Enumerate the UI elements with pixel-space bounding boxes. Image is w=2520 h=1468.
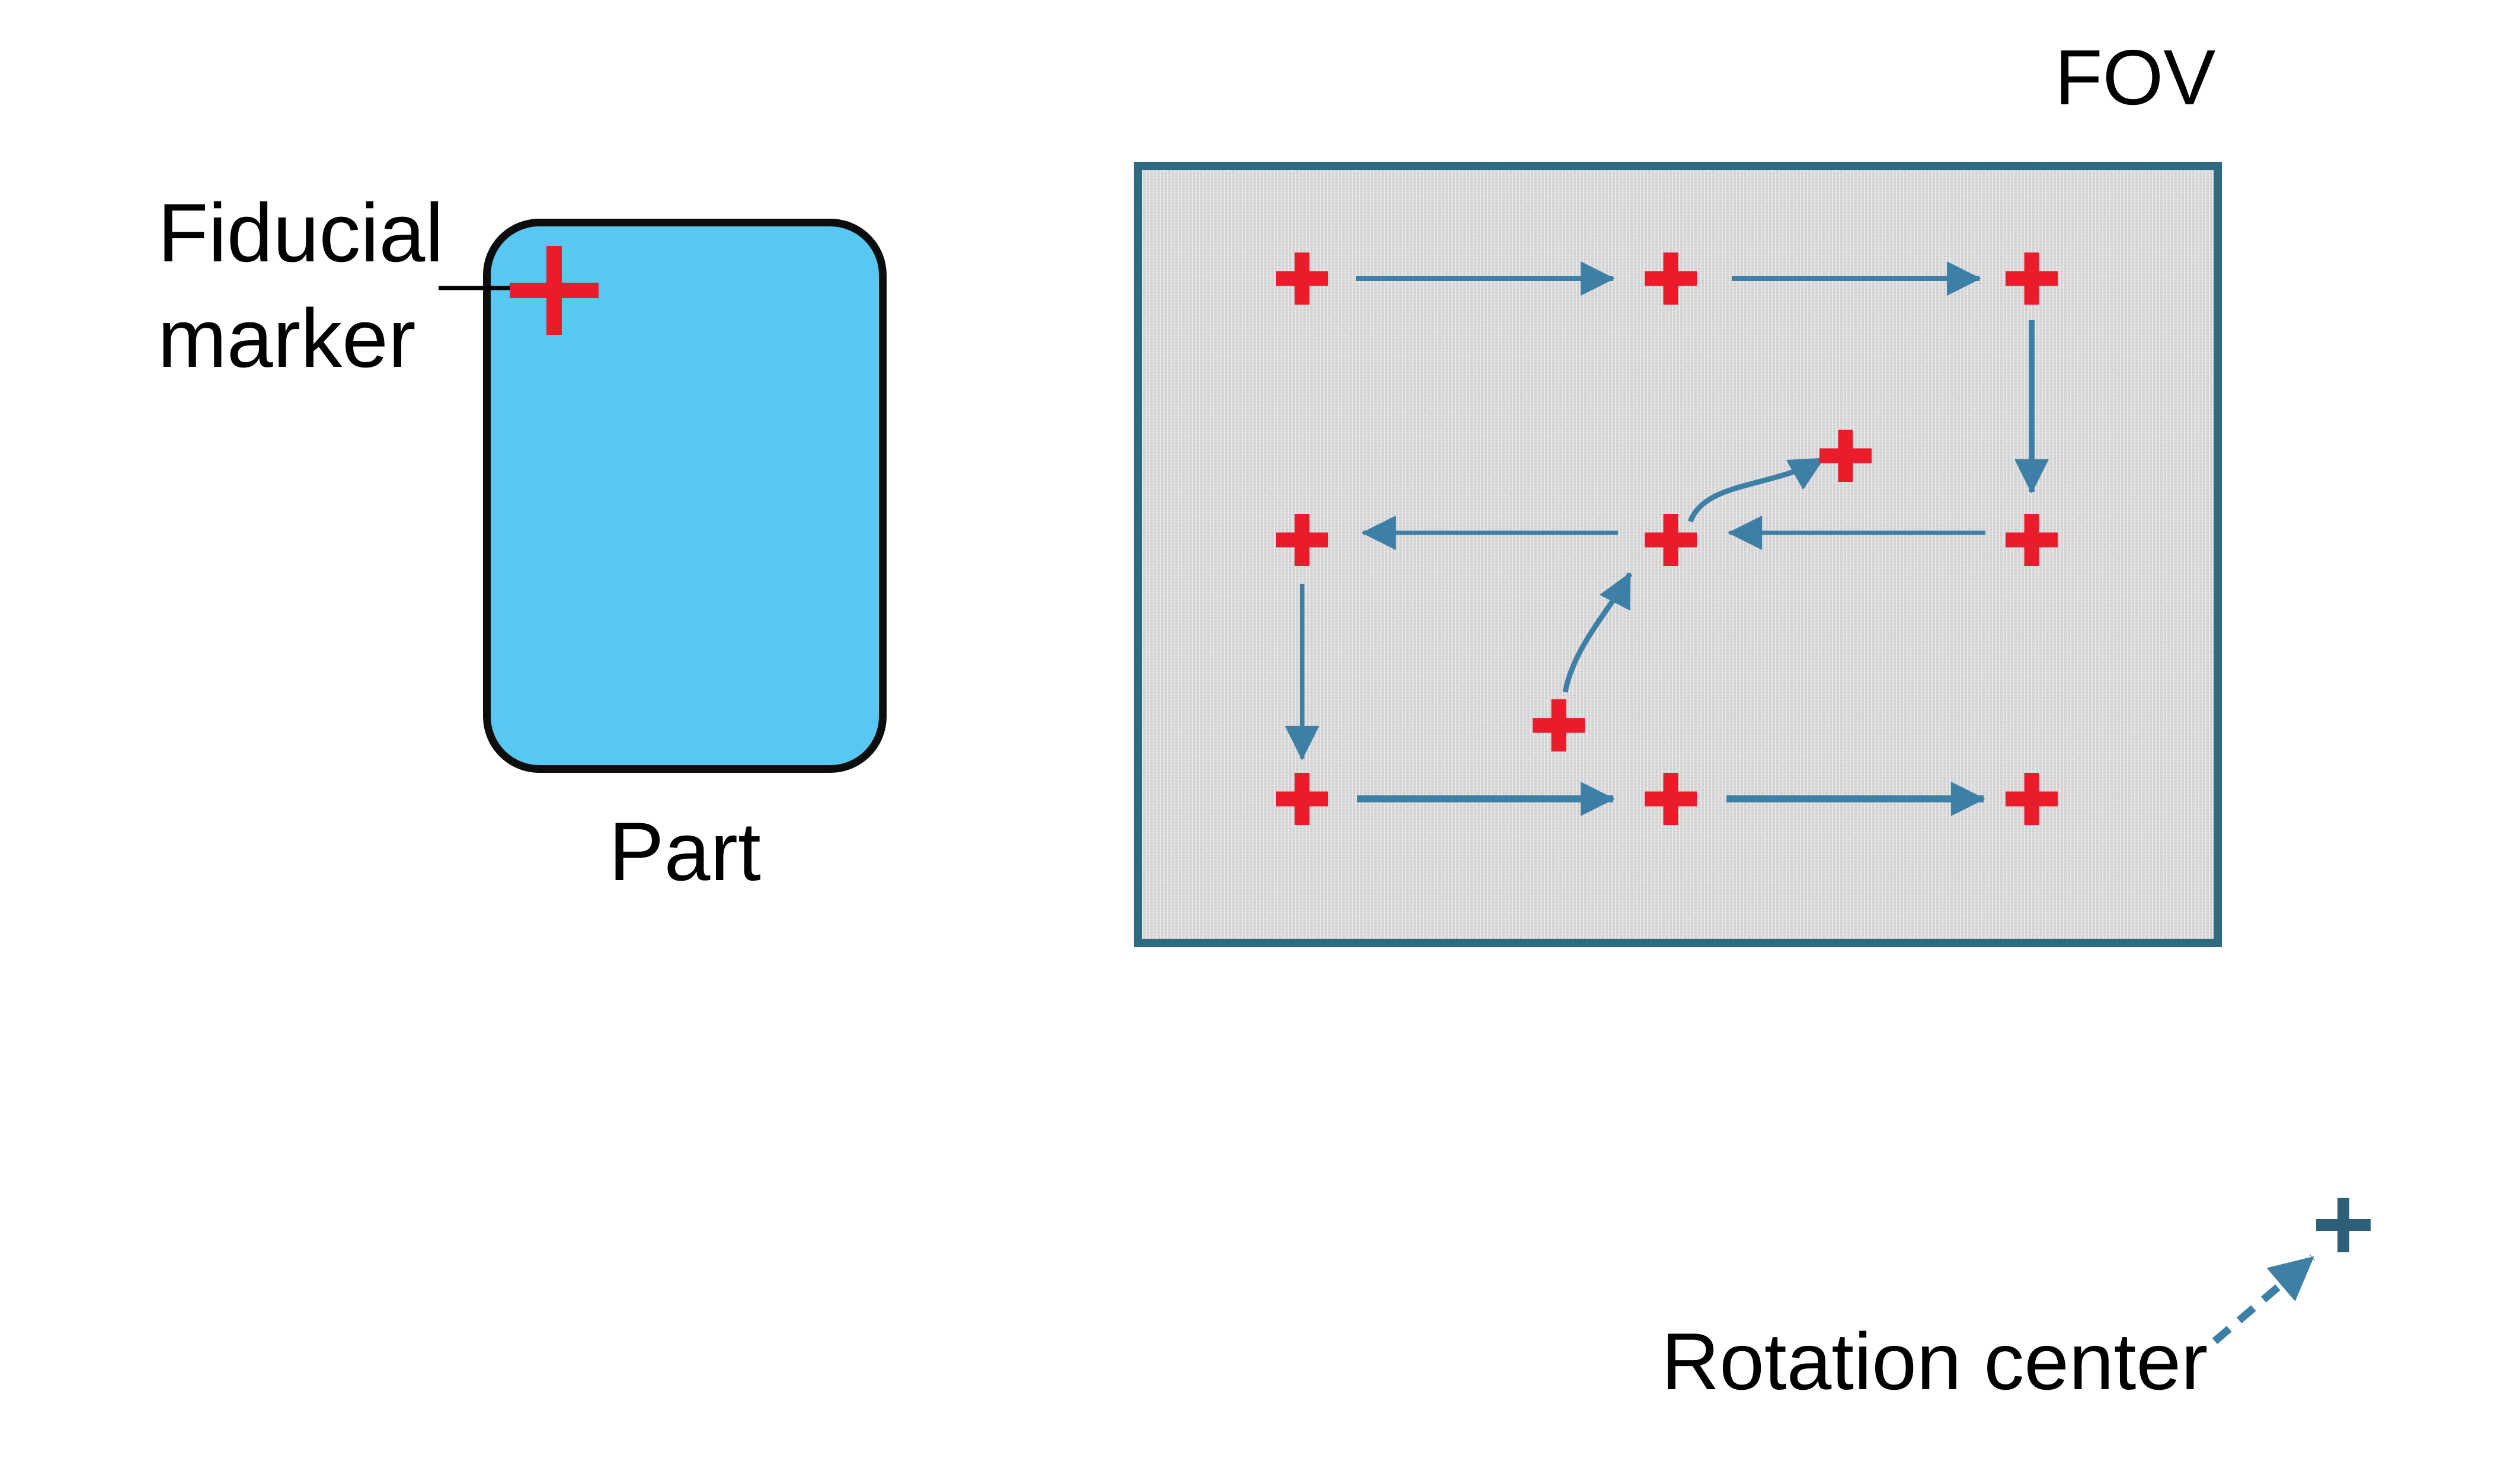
scan-cross-1 (1276, 252, 1328, 305)
scan-cross-intermediate-lower (1533, 699, 1585, 751)
fiducial-marker-label: Fiducial marker (158, 180, 443, 391)
scan-cross-9 (2006, 773, 2058, 825)
fiducial-marker-label-line2: marker (158, 292, 416, 385)
fov-label: FOV (2055, 34, 2216, 121)
scan-cross-3 (2006, 252, 2058, 305)
rotation-center-arrow (2212, 1255, 2316, 1344)
fiducial-marker-label-line1: Fiducial (158, 186, 444, 279)
scan-cross-5 (1645, 514, 1697, 566)
rotation-center-label: Rotation center (1661, 1316, 2208, 1406)
rotation-center-cross (2316, 1198, 2371, 1252)
scan-curve-from-lower-intermediate (1562, 572, 1632, 693)
scan-cross-6 (2006, 514, 2058, 566)
scan-cross-2 (1645, 252, 1697, 305)
scan-cross-8 (1645, 773, 1697, 825)
scan-cross-7 (1276, 773, 1328, 825)
scan-cross-4 (1276, 514, 1328, 566)
fiducial-cross (510, 246, 599, 335)
part-label: Part (609, 805, 761, 898)
scan-cross-intermediate-upper (1819, 430, 1872, 482)
scan-curve-to-upper-intermediate (1687, 456, 1825, 523)
